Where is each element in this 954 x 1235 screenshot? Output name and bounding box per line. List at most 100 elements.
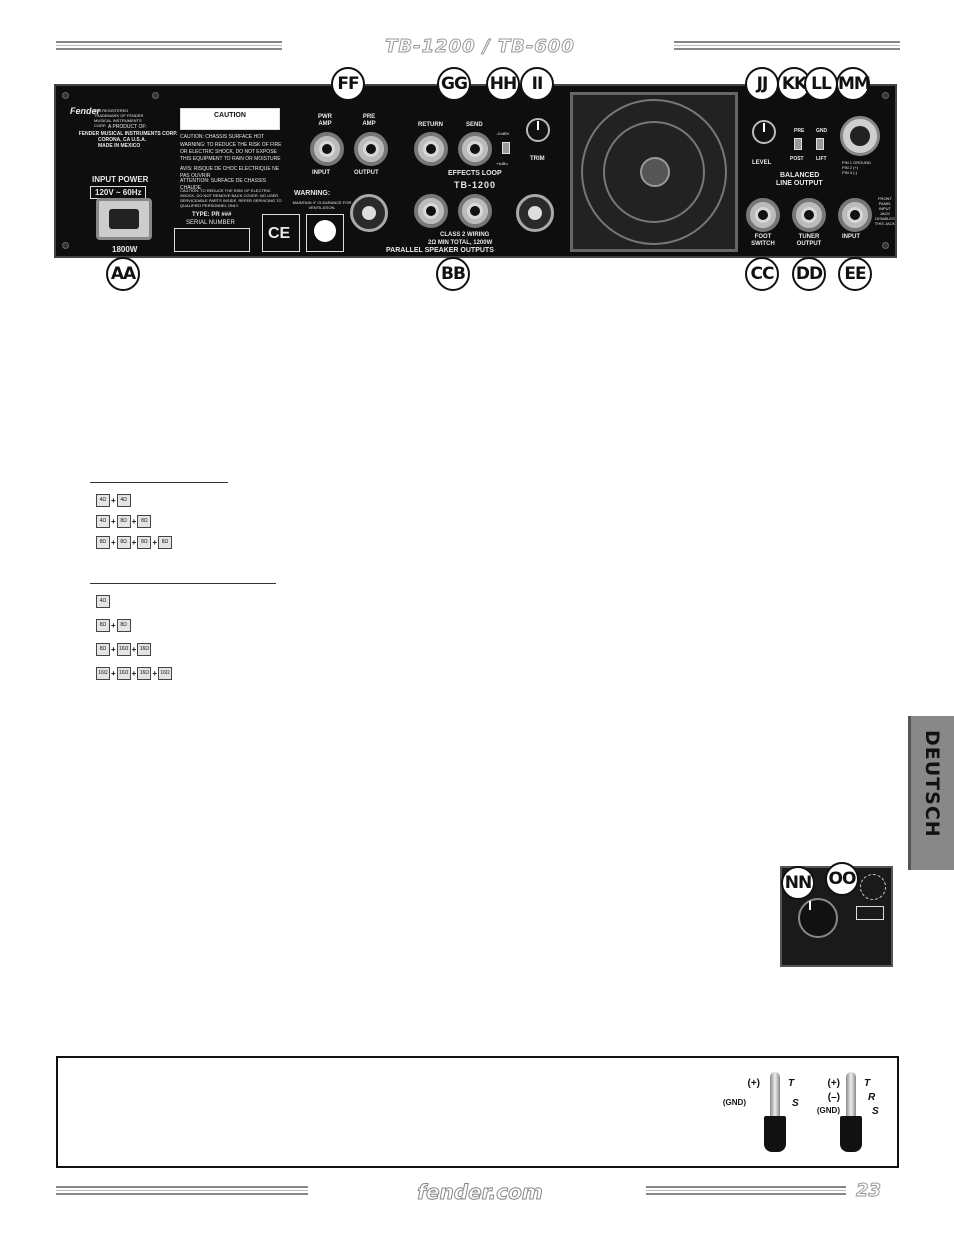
pre-label: PRE [794, 128, 805, 134]
send-label: SEND [466, 122, 483, 128]
line-level-knob[interactable] [752, 120, 776, 144]
pin3-label: PIN 3 (-) [842, 170, 858, 175]
product-of-text: A PRODUCT OF: [108, 124, 147, 130]
header-rule-right [674, 41, 900, 50]
avis-text: AVIS: RISQUE DE CHOC ELECTRIQUE NE PAS O… [180, 166, 280, 179]
front-dial-marks [860, 874, 886, 900]
pin2-label: PIN 2 (+) [842, 165, 859, 170]
cooling-fan [570, 92, 738, 252]
pre-amp-output-jack[interactable] [354, 132, 388, 166]
page-number: 23 [855, 1180, 882, 1202]
speaker-cabinet-icon: 4Ω [116, 494, 131, 507]
fender-badge-icon [314, 220, 336, 242]
warning2-label: WARNING: [294, 190, 331, 197]
pre-amp-label: PRE AMP [362, 114, 376, 127]
speaker-cabinet-icon: 4Ω [96, 494, 110, 507]
pwr-amp-input-jack[interactable] [310, 132, 344, 166]
class2-label: CLASS 2 WIRING [440, 232, 490, 238]
trs-s-label: S [872, 1106, 879, 1117]
fan-hub [640, 157, 670, 187]
input-power-label: INPUT POWER [92, 175, 149, 184]
pwr-amp-label: PWR AMP [318, 114, 332, 127]
front-switch[interactable] [856, 906, 884, 920]
ground-lift-switch[interactable] [816, 138, 824, 150]
plus-sign: + [131, 517, 137, 526]
min-total-label: 2Ω MIN TOTAL, 1200W [428, 240, 493, 246]
footer-rule-right [646, 1186, 846, 1195]
ts-s-label: S [792, 1098, 799, 1109]
speaker-cabinet-icon: 4Ω [96, 515, 110, 528]
ts-gnd-label: (GND) [722, 1098, 746, 1107]
tuner-output-jack[interactable] [792, 198, 826, 232]
company-text: FENDER MUSICAL INSTRUMENTS CORP. [78, 131, 178, 137]
fender-logo-text: Fender [70, 106, 101, 116]
trs-gnd-label: (GND) [816, 1106, 840, 1115]
made-in-text: MADE IN MEXICO [98, 143, 141, 149]
amp-rear-panel: Fender IS A REGISTERED TRADEMARK OF FEND… [54, 84, 897, 258]
caution2-text: CAUTION: TO REDUCE THE RISK OF ELECTRIC … [180, 188, 282, 208]
plus-sign: + [111, 538, 116, 547]
speaker-cabinet-icon: 8Ω [116, 515, 131, 528]
speaker-config-row: 8Ω+16Ω+16Ω [96, 643, 152, 656]
callout-mm: MM [836, 67, 871, 101]
foot-switch-label: FOOT SWITCH [751, 234, 775, 247]
speaker-config-row: 8Ω+8Ω [96, 619, 131, 632]
level-label: LEVEL [752, 160, 772, 166]
callout-cc: CC [745, 257, 779, 291]
callout-ee: EE [838, 257, 872, 291]
callout-nn: NN [781, 866, 815, 900]
trs-plus-label: (+) [827, 1078, 841, 1089]
attention-text: ATTENTION: SURFACE DE CHASSIS CHAUDE [180, 178, 267, 191]
page-header-title: TB-1200 / TB-600 [385, 36, 575, 58]
trim-knob[interactable] [526, 118, 550, 142]
screw [152, 92, 159, 99]
footer-rule-left [56, 1186, 308, 1195]
effects-return-jack[interactable] [414, 132, 448, 166]
speaker-cabinet-icon: 16Ω [137, 667, 152, 680]
balanced-label: BALANCED [780, 172, 820, 179]
serial-number-box [174, 228, 250, 252]
wattage-label: 1800W [112, 245, 138, 254]
foot-switch-jack[interactable] [746, 198, 780, 232]
trs-minus-label: (–) [827, 1092, 840, 1103]
type-text: TYPE: PR ### [192, 212, 232, 218]
plus-sign: + [131, 669, 137, 678]
level-switch[interactable] [502, 142, 510, 154]
pin1-label: PIN 1 GROUND [842, 160, 871, 165]
plug-tip [846, 1072, 856, 1116]
callout-aa: AA [106, 257, 140, 291]
speaker-cabinet-icon: 16Ω [96, 667, 110, 680]
front-knob[interactable] [798, 898, 838, 938]
front-panel-note: FRONT PANEL INPUT JACK DISABLES THIS JAC… [874, 196, 896, 226]
effects-send-jack[interactable] [458, 132, 492, 166]
effects-loop-label: EFFECTS LOOP [448, 170, 502, 177]
speaker-cabinet-icon: 8Ω [137, 515, 152, 528]
language-tab[interactable]: DEUTSCH [908, 716, 954, 870]
screw [62, 92, 69, 99]
plug-diagram-box: (+) (GND) T S (+) (–) (GND) T R S [56, 1056, 899, 1168]
plus-sign: + [131, 538, 137, 547]
speakon-output-left[interactable] [350, 194, 388, 232]
input-label: INPUT [312, 170, 330, 176]
instrument-input-jack[interactable] [838, 198, 872, 232]
pre-post-switch[interactable] [794, 138, 802, 150]
speaker-cabinet-icon: 8Ω [96, 643, 110, 656]
speaker-group2-rule [90, 583, 276, 584]
power-inlet[interactable] [96, 198, 152, 240]
speaker-output-jack-1[interactable] [414, 194, 448, 228]
warning2-text: MAINTAIN 4" CLEARANCE FOR VENTILATION. [292, 200, 352, 210]
speakon-output-right[interactable] [516, 194, 554, 232]
speaker-cabinet-icon: 16Ω [158, 667, 173, 680]
speaker-cabinet-icon: 16Ω [116, 667, 131, 680]
trs-plug [838, 1072, 864, 1162]
xlr-balanced-output[interactable] [840, 116, 880, 156]
fan-guard-ring [581, 99, 727, 245]
ts-plug [762, 1072, 788, 1162]
output-label: OUTPUT [354, 170, 379, 176]
parallel-label: PARALLEL SPEAKER OUTPUTS [386, 247, 494, 254]
footer-website-logo[interactable]: fender.com [417, 1180, 543, 1205]
speaker-output-jack-2[interactable] [458, 194, 492, 228]
speaker-cabinet-icon: 8Ω [158, 536, 173, 549]
speaker-cabinet-icon: 8Ω [137, 536, 152, 549]
gnd-label: GND [816, 128, 828, 134]
